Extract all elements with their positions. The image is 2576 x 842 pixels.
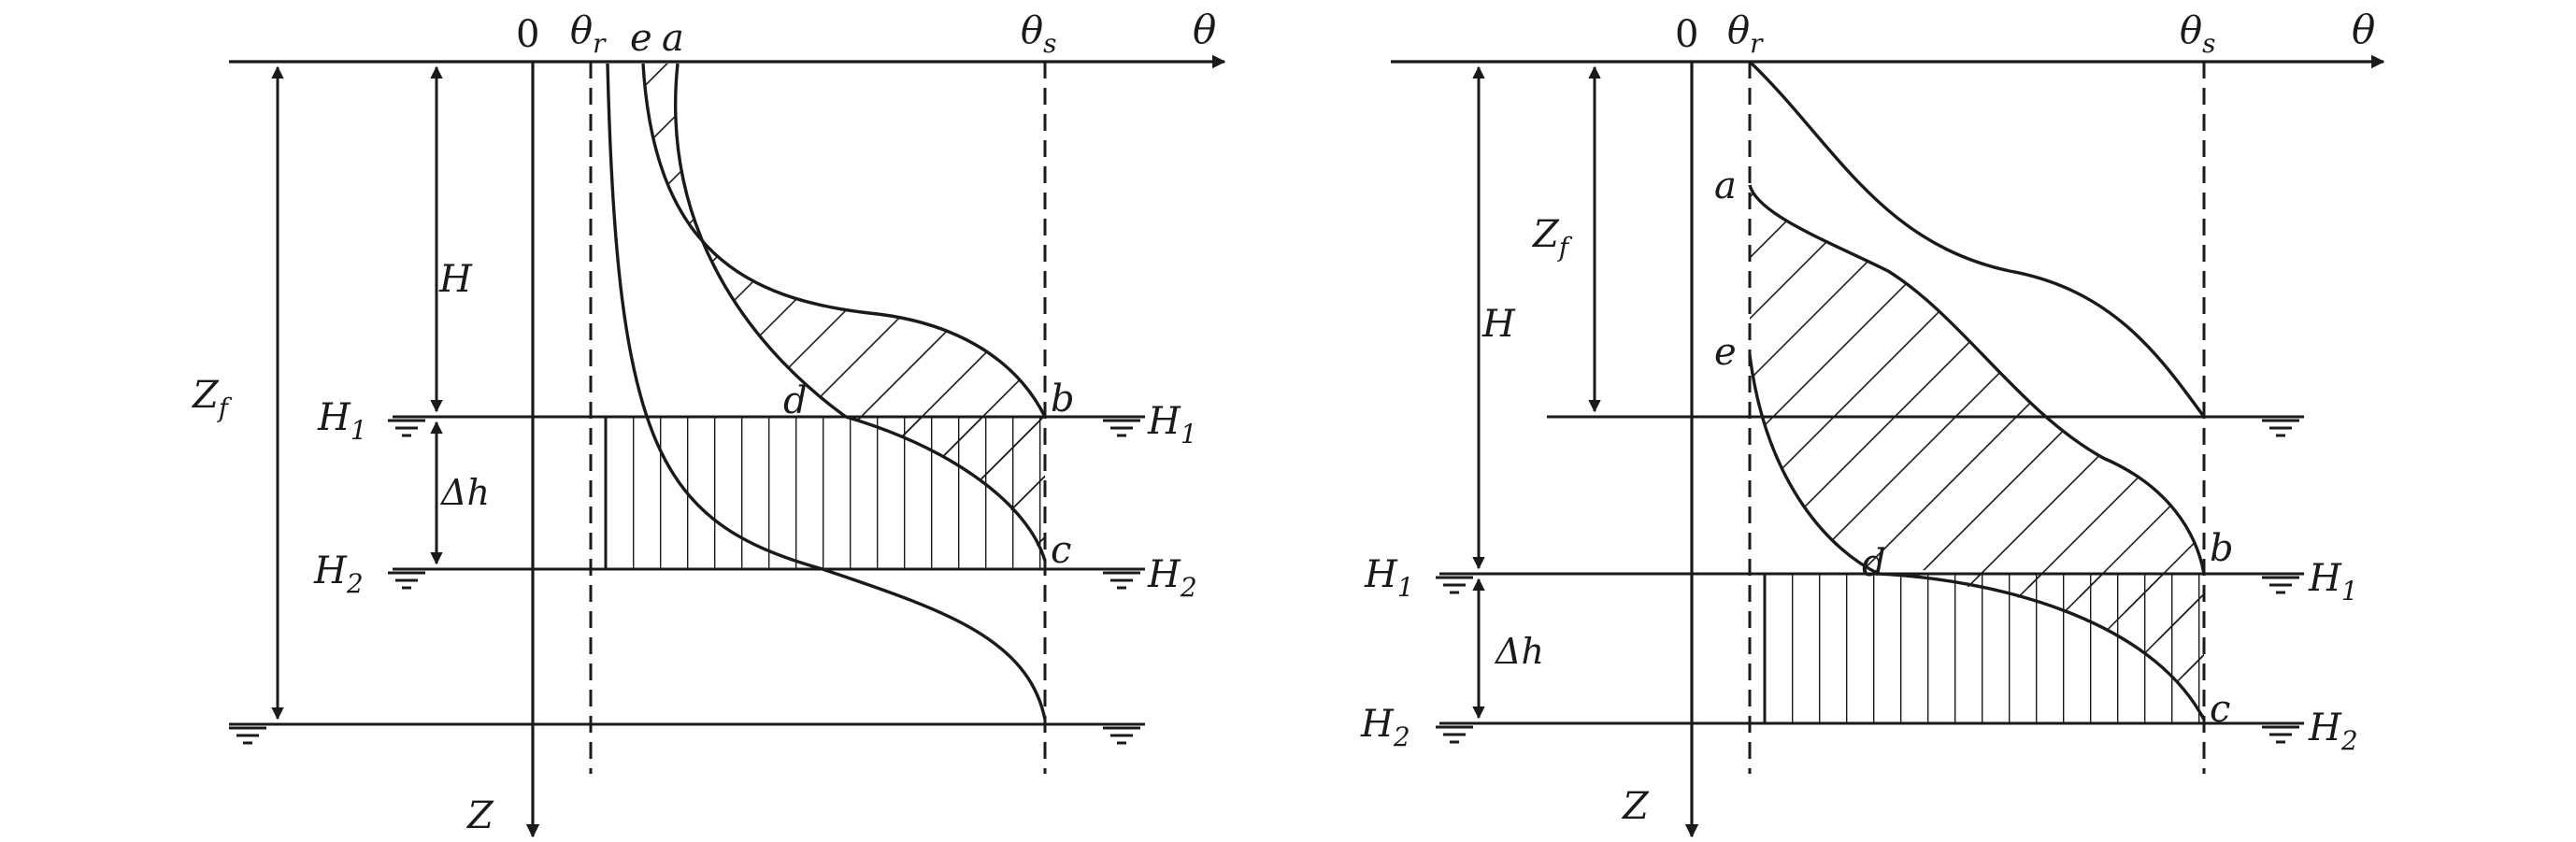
right-point-e-label: e [1714, 331, 1737, 374]
right-dim-dh-label: Δh [1494, 631, 1544, 672]
right-theta-axis-label: θ [2352, 7, 2375, 52]
left-theta-s-label: θs [1021, 9, 1056, 59]
left-panel [229, 54, 1226, 838]
right-panel [1391, 54, 2385, 838]
right-h2-label-left: H2 [1360, 703, 1410, 752]
left-h2-label-right: H2 [1147, 553, 1197, 603]
right-curve-e [1748, 354, 2206, 721]
left-z-axis-label: Z [465, 794, 494, 837]
left-bottom-water-symbol-right [1103, 726, 1140, 745]
left-h1-label-right: H1 [1147, 400, 1197, 450]
right-zf-water-symbol [2262, 419, 2299, 437]
right-z-axis-label: Z [1621, 785, 1650, 828]
left-h1-water-symbol-left [388, 419, 425, 437]
right-h1-water-symbol-right [2262, 576, 2299, 594]
right-curve-a [1748, 184, 2206, 575]
right-theta-s-label: θs [2180, 9, 2215, 59]
left-lower-diagonal-hatch-clip [846, 417, 1045, 561]
left-theta-axis-label: θ [1193, 7, 1216, 52]
right-origin-label: 0 [1675, 13, 1698, 56]
right-h1-label-left: H1 [1364, 553, 1414, 603]
left-dim-h-label: H [438, 258, 473, 301]
left-h2-water-symbol-right [1103, 571, 1140, 590]
left-h2-water-symbol-left [388, 571, 425, 590]
right-point-c-label: c [2210, 688, 2230, 731]
left-curve-top [641, 63, 1047, 418]
left-curve-e [606, 63, 1047, 721]
right-point-d-label: d [1862, 542, 1886, 585]
right-curve-top [1748, 60, 2206, 418]
right-lower-diagonal-hatch-clip [1879, 574, 2204, 720]
left-point-d-label: d [783, 379, 808, 422]
right-h1-label-right: H1 [2308, 557, 2358, 607]
left-dim-dh-label: Δh [439, 472, 490, 513]
left-h1-label-left: H1 [317, 396, 367, 446]
left-point-a-label: a [662, 17, 684, 60]
left-dim-zf-label: Zf [191, 374, 233, 423]
right-point-a-label: a [1714, 164, 1737, 207]
right-dim-h-label: H [1481, 303, 1516, 346]
right-h2-water-symbol-right [2262, 725, 2299, 744]
right-theta-r-label: θr [1727, 9, 1764, 59]
right-point-b-label: b [2210, 527, 2234, 570]
left-point-c-label: c [1051, 529, 1071, 572]
right-h1-water-symbol-left [1436, 576, 1473, 594]
right-h2-label-right: H2 [2308, 706, 2358, 756]
left-point-e-label: e [630, 17, 652, 60]
left-point-b-label: b [1051, 378, 1075, 421]
left-bottom-water-symbol-left [229, 726, 266, 745]
left-curve-a [674, 63, 1047, 562]
left-labels: 0 θr e a θs θ Z H Zf Δh H1 H2 H1 H2 b c … [191, 7, 1216, 837]
right-h2-water-symbol-left [1436, 725, 1473, 744]
left-h1-water-symbol-right [1103, 419, 1140, 437]
right-dim-zf-label: Zf [1531, 213, 1573, 263]
left-origin-label: 0 [516, 13, 539, 56]
left-theta-r-label: θr [570, 9, 607, 59]
right-labels: 0 θr θs θ Z a e b c d Zf H Δh H1 H2 H1 H… [1360, 7, 2375, 828]
left-h2-label-left: H2 [313, 549, 364, 599]
